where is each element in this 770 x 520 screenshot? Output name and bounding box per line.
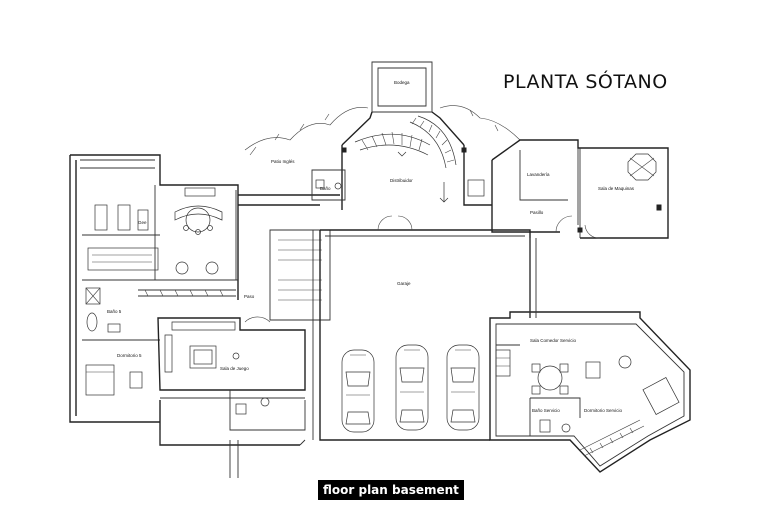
garaje: Garaje [312, 215, 537, 441]
site-lines [159, 147, 583, 446]
car-3 [446, 344, 480, 431]
label-paso: Paso [244, 294, 255, 299]
image-caption: floor plan basement [318, 480, 464, 500]
label-lavanderia: Lavandería [527, 172, 550, 177]
label-sala-maquinas: Sala de Maquinas [598, 186, 635, 191]
car-2 [395, 344, 429, 431]
car-1 [341, 349, 375, 433]
label-distribuidor: Distribuidor [390, 178, 413, 183]
label-garaje: Garaje [397, 281, 411, 286]
central-north: Bodega Patio Inglés Distribuidor Baño [244, 61, 521, 210]
label-bano5: Baño 5 [107, 309, 122, 314]
label-salas-servicio: Sala Comedor Servicio [530, 338, 577, 343]
label-pasillo: Pasillo [530, 210, 544, 215]
plan-title: PLANTA SÓTANO [503, 69, 668, 93]
sala-juego: Sala de Juego [157, 317, 306, 478]
label-dormitorio-servicio: Dormitorio Servicio [584, 408, 623, 413]
label-sala-juego: Sala de Juego [220, 366, 249, 371]
label-bano-servicio: Baño Servicio [532, 408, 560, 413]
service-north: Lavandería Sala de Maquinas Pasillo [491, 139, 669, 239]
label-bano-small: Baño [320, 186, 331, 191]
service-wing: Sala Comedor Servicio Baño Servicio Dorm… [489, 311, 691, 473]
label-patio-ingles: Patio Inglés [271, 159, 295, 164]
label-bodega: Bodega [394, 80, 410, 85]
left-wing: Gee Baño 5 Dormitorio 5 [69, 154, 239, 423]
paso: Paso [238, 194, 340, 323]
label-dormitorio5: Dormitorio 5 [117, 353, 142, 358]
label-gym: Gee [138, 220, 147, 225]
